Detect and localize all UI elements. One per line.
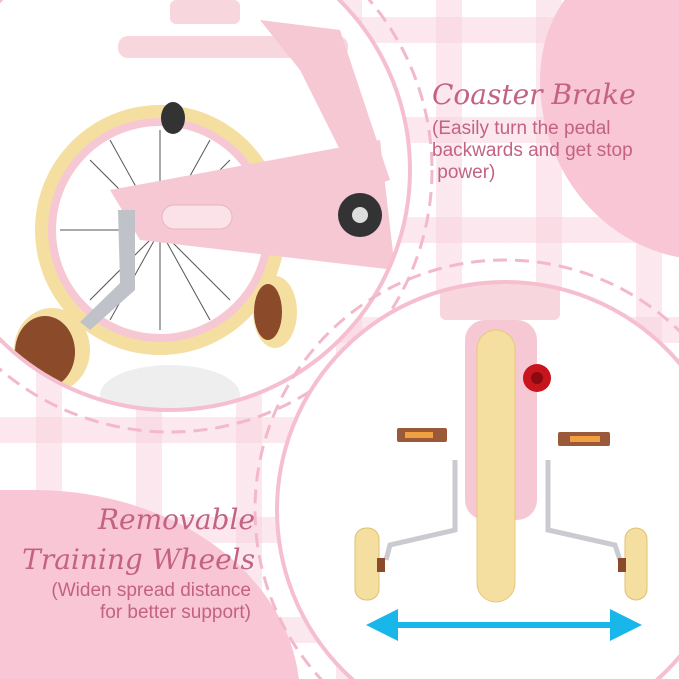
ring-top-left xyxy=(0,0,412,412)
title-line: Training Wheels xyxy=(22,543,255,576)
coaster-brake-title: Coaster Brake xyxy=(432,78,636,111)
dashed-ring-top-left xyxy=(0,0,434,434)
dashed-ring-bottom-right xyxy=(253,258,679,679)
description-line: (Widen spread distance xyxy=(51,580,251,601)
ring-bottom-right xyxy=(275,280,679,679)
coaster-brake-description: (Easily turn the pedal backwards and get… xyxy=(432,118,679,184)
description-line: backwards and get stop xyxy=(432,140,633,161)
title-line: Removable xyxy=(97,503,255,536)
description-line: (Easily turn the pedal xyxy=(432,118,611,139)
training-wheels-description: (Widen spread distance for better suppor… xyxy=(0,580,251,624)
width-arrow-icon xyxy=(366,609,642,641)
description-line: for better support) xyxy=(99,602,251,623)
training-wheels-title: Removable Training Wheels xyxy=(0,500,255,580)
description-line: power) xyxy=(432,162,496,183)
